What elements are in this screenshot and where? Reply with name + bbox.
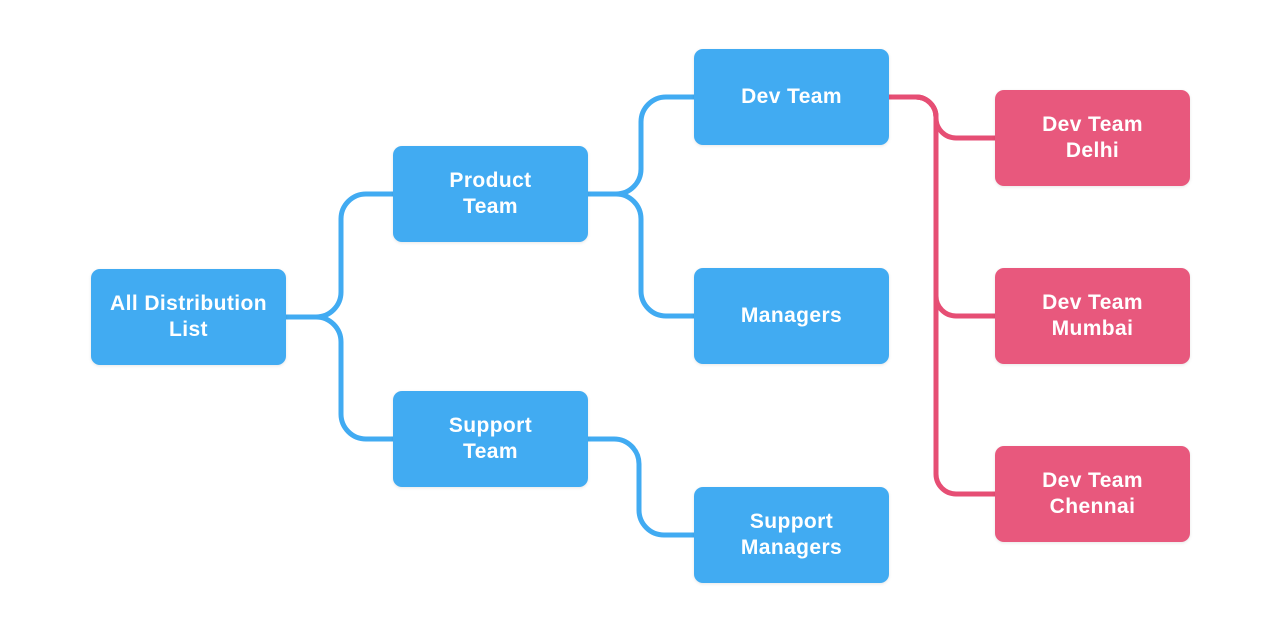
node-all-distribution-list[interactable]: All Distribution List [91,269,286,365]
edge-dev-team-dev-team-chennai [889,94,995,497]
edge-support-team-support-managers [588,436,694,538]
node-product-team[interactable]: Product Team [393,146,588,242]
edge-product-team-managers [588,191,694,319]
node-label: Support Managers [740,510,843,559]
edge-root-support-team [286,314,393,442]
node-label: All Distribution List [110,292,267,341]
node-dev-team-chennai[interactable]: Dev Team Chennai [995,446,1190,542]
node-label: Dev Team Mumbai [1042,291,1143,340]
edge-dev-team-dev-team-delhi [889,94,995,141]
node-label: Support Team [448,414,533,463]
node-support-managers[interactable]: Support Managers [694,487,889,583]
node-label: Dev Team [741,85,842,108]
node-managers[interactable]: Managers [694,268,889,364]
edge-root-product-team [286,191,393,320]
node-label: Managers [740,304,843,327]
node-dev-team[interactable]: Dev Team [694,49,889,145]
node-support-team[interactable]: Support Team [393,391,588,487]
node-label: Dev Team Chennai [1042,469,1143,518]
node-label: Dev Team Delhi [1042,113,1143,162]
node-dev-team-delhi[interactable]: Dev Team Delhi [995,90,1190,186]
node-dev-team-mumbai[interactable]: Dev Team Mumbai [995,268,1190,364]
edge-product-team-dev-team [588,94,694,197]
node-label: Product Team [449,169,532,218]
